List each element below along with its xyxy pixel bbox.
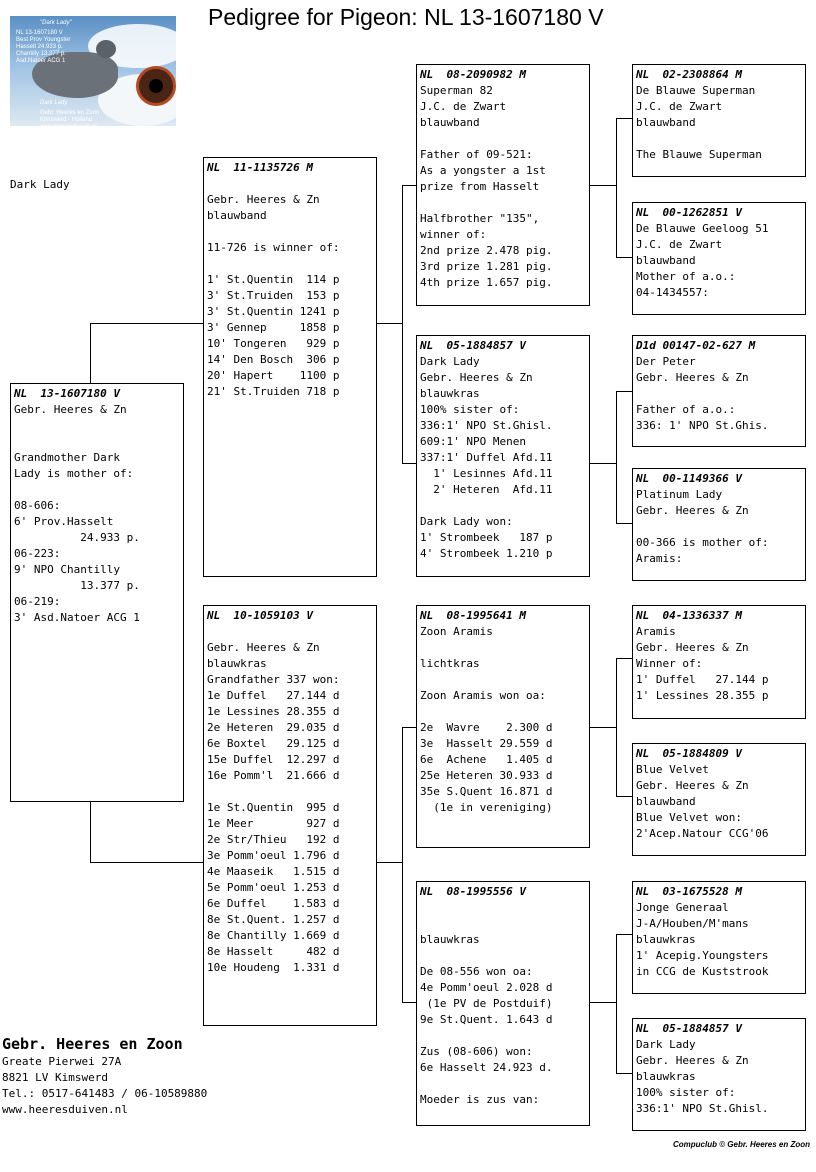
ring-number: NL 05-1884857 V (420, 339, 526, 352)
ring-number: NL 00-1149366 V (636, 472, 742, 485)
pigeon-card-maternal-grandmother: NL 08-1995556 V blauwkras De 08-556 won … (416, 881, 590, 1126)
ring-number: NL 08-1995556 V (420, 885, 526, 898)
connector-line (616, 934, 617, 1074)
pigeon-details: Gebr. Heeres & Zn blauwkras Grandfather … (207, 641, 340, 974)
pigeon-body-shape (32, 52, 118, 98)
ring-number: NL 08-1995641 M (420, 609, 526, 622)
pigeon-card-paternal-grandfather: NL 08-2090982 M Superman 82 J.C. de Zwar… (416, 64, 590, 306)
connector-line (90, 323, 91, 383)
connector-line (590, 1002, 616, 1003)
breeder-website[interactable]: www.heeresduiven.nl (2, 1103, 128, 1116)
breeder-contact: Gebr. Heeres en Zoon Greate Pierwei 27A … (2, 1034, 207, 1118)
pigeon-details: Zoon Aramis lichtkras Zoon Aramis won oa… (420, 625, 553, 814)
ring-number: NL 05-1884857 V (636, 1022, 742, 1035)
pigeon-details: Dark Lady Gebr. Heeres & Zn blauwkras 10… (636, 1038, 769, 1115)
connector-line (377, 862, 402, 863)
connector-line (616, 523, 632, 524)
ring-number: NL 11-1135726 M (207, 161, 313, 174)
connector-line (616, 658, 632, 659)
software-credit: Compuclub © Gebr. Heeres en Zoon (672, 1140, 810, 1149)
pigeon-card-ggf-2: D1d 00147-02-627 M Der Peter Gebr. Heere… (632, 335, 806, 447)
pigeon-card-paternal-grandmother: NL 05-1884857 V Dark Lady Gebr. Heeres &… (416, 335, 590, 577)
pigeon-details: blauwkras De 08-556 won oa: 4e Pomm'oeul… (420, 933, 553, 1106)
pigeon-photo: "Dark Lady" NL 13-1607180 V Best Prov Yo… (10, 16, 176, 126)
breeder-address: Greate Pierwei 27A (2, 1055, 122, 1068)
pigeon-card-ggm-2: NL 00-1149366 V Platinum Lady Gebr. Heer… (632, 468, 806, 581)
connector-line (90, 862, 203, 863)
pigeon-card-ggf-1: NL 02-2308864 M De Blauwe Superman J.C. … (632, 64, 806, 177)
pigeon-details: Dark Lady Gebr. Heeres & Zn blauwkras 10… (420, 355, 553, 560)
connector-line (402, 727, 416, 728)
pigeon-card-subject: NL 13-1607180 V Gebr. Heeres & Zn Grandm… (10, 383, 184, 802)
connector-line (90, 802, 91, 863)
pigeon-name-label: Dark Lady (10, 178, 70, 191)
photo-caption-name: "Dark Lady" (40, 20, 72, 26)
pigeon-details: Gebr. Heeres & Zn blauwband 11-726 is wi… (207, 193, 340, 398)
pigeon-eye-icon (136, 66, 176, 106)
connector-line (616, 391, 632, 392)
pigeon-details: Jonge Generaal J-A/Houben/M'mans blauwkr… (636, 901, 769, 978)
ring-number: D1d 00147-02-627 M (636, 339, 756, 352)
ring-number: NL 05-1884809 V (636, 747, 742, 760)
ring-number: NL 02-2308864 M (636, 68, 742, 81)
connector-line (616, 118, 617, 258)
connector-line (402, 1002, 416, 1003)
pigeon-card-father: NL 11-1135726 M Gebr. Heeres & Zn blauwb… (203, 157, 377, 577)
pigeon-card-ggf-3: NL 04-1336337 M Aramis Gebr. Heeres & Zn… (632, 605, 806, 719)
connector-line (616, 1073, 632, 1074)
connector-line (616, 934, 632, 935)
pigeon-details: De Blauwe Geeloog 51 J.C. de Zwart blauw… (636, 222, 769, 299)
connector-line (616, 391, 617, 524)
pigeon-details: Aramis Gebr. Heeres & Zn Winner of: 1' D… (636, 625, 769, 702)
connector-line (616, 796, 632, 797)
pigeon-card-maternal-grandfather: NL 08-1995641 M Zoon Aramis lichtkras Zo… (416, 605, 590, 848)
breeder-city: 8821 LV Kimswerd (2, 1071, 108, 1084)
pigeon-card-mother: NL 10-1059103 V Gebr. Heeres & Zn blauwk… (203, 605, 377, 1026)
ring-number: NL 00-1262851 V (636, 206, 742, 219)
breeder-name: Gebr. Heeres en Zoon (2, 1035, 183, 1053)
photo-caption-lines: NL 13-1607180 V Best Prov Youngster Hass… (16, 30, 71, 64)
page-title: Pedigree for Pigeon: NL 13-1607180 V (208, 4, 604, 30)
ring-number: NL 03-1675528 M (636, 885, 742, 898)
ring-number: NL 10-1059103 V (207, 609, 313, 622)
connector-line (402, 185, 416, 186)
pigeon-details: Gebr. Heeres & Zn Grandmother Dark Lady … (14, 403, 140, 624)
pigeon-details: Blue Velvet Gebr. Heeres & Zn blauwband … (636, 763, 769, 840)
pigeon-card-ggm-3: NL 05-1884809 V Blue Velvet Gebr. Heeres… (632, 743, 806, 856)
connector-line (402, 727, 403, 1003)
pigeon-card-ggm-1: NL 00-1262851 V De Blauwe Geeloog 51 J.C… (632, 202, 806, 315)
pigeon-details: De Blauwe Superman J.C. de Zwart blauwba… (636, 84, 762, 161)
breeder-phone: Tel.: 0517-641483 / 06-10589880 (2, 1087, 208, 1100)
photo-caption-bottom-name: Dark Lady (40, 100, 68, 106)
connector-line (402, 185, 403, 464)
pigeon-details: Superman 82 J.C. de Zwart blauwband Fath… (420, 84, 553, 289)
connector-line (90, 323, 203, 324)
connector-line (590, 185, 616, 186)
pupil-shape (149, 79, 163, 93)
ring-number: NL 04-1336337 M (636, 609, 742, 622)
connector-line (616, 658, 617, 797)
pigeon-card-ggm-4: NL 05-1884857 V Dark Lady Gebr. Heeres &… (632, 1018, 806, 1131)
connector-line (616, 118, 632, 119)
connector-line (402, 463, 416, 464)
ring-number: NL 13-1607180 V (14, 387, 120, 400)
connector-line (590, 463, 616, 464)
connector-line (590, 727, 616, 728)
connector-line (377, 323, 402, 324)
connector-line (616, 257, 632, 258)
pigeon-details: Der Peter Gebr. Heeres & Zn Father of a.… (636, 355, 769, 432)
photo-caption-bottom-lines: Gebr. Heeres en Zoon Kimswerd - Holland … (40, 110, 100, 126)
ring-number: NL 08-2090982 M (420, 68, 526, 81)
pigeon-details: Platinum Lady Gebr. Heeres & Zn 00-366 i… (636, 488, 769, 565)
pigeon-head-shape (96, 40, 116, 58)
pigeon-card-ggf-4: NL 03-1675528 M Jonge Generaal J-A/Hoube… (632, 881, 806, 994)
